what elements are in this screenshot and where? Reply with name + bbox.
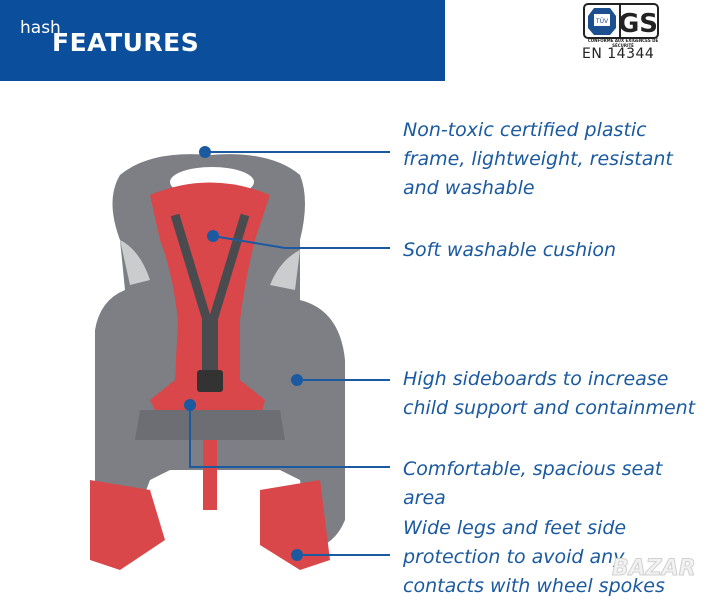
cert-small-text: CONFORME AUX EXIGENCES DE SÉCURITÉ [587, 38, 659, 48]
bazar-watermark: BAZAR [612, 556, 697, 582]
feature-line: contacts with wheel spokes [403, 575, 665, 597]
svg-text:GS: GS [618, 9, 658, 39]
feature-leg-protection: Wide legs and feet side protection to av… [403, 514, 665, 600]
feature-line: protection to avoid any [403, 546, 625, 568]
cert-standard: EN 14344 [582, 46, 655, 62]
header-banner: hash FEATURES [0, 0, 445, 81]
page-title: FEATURES [52, 28, 200, 57]
feature-line: Non-toxic certified plastic [403, 119, 647, 141]
feature-line: frame, lightweight, resistant [403, 148, 673, 170]
feature-line: and washable [403, 177, 535, 199]
watermark: hash [20, 18, 61, 38]
svg-text:TÜV: TÜV [595, 18, 609, 25]
feature-line: child support and containment [403, 397, 696, 419]
tuv-gs-logo: TÜV GS [583, 3, 659, 39]
feature-line: Soft washable cushion [403, 239, 617, 261]
feature-cushion: Soft washable cushion [403, 236, 616, 265]
feature-frame: Non-toxic certified plastic frame, light… [403, 116, 673, 203]
feature-line: Wide legs and feet side [403, 517, 627, 539]
feature-line: Comfortable, spacious seat area [403, 458, 663, 509]
feature-line: High sideboards to increase [403, 368, 669, 390]
feature-sideboards: High sideboards to increase child suppor… [403, 365, 695, 423]
feature-seat-area: Comfortable, spacious seat area [403, 455, 709, 513]
